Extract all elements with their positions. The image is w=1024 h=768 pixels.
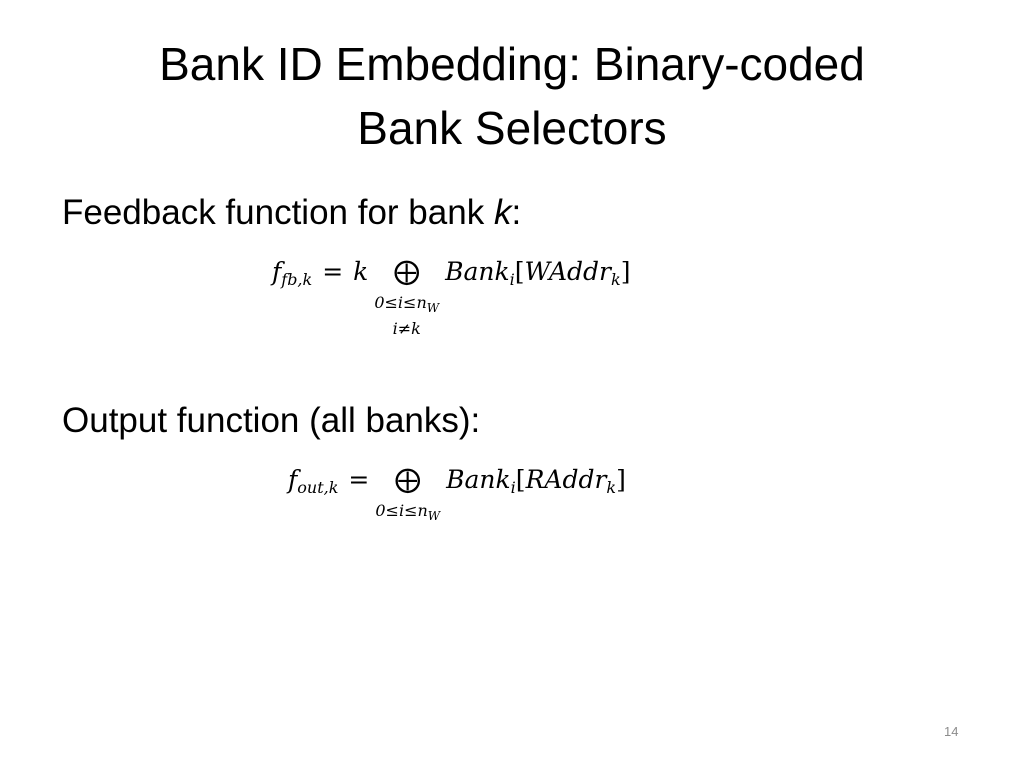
feedback-limit-exclusion: i≠k bbox=[392, 319, 421, 338]
feedback-limit-range: 0≤i≤nW bbox=[374, 290, 439, 316]
feedback-address-subscript: k bbox=[610, 270, 621, 289]
output-formula-term: Banki[RAddrk] bbox=[446, 462, 626, 498]
slide-title-line-2: Bank Selectors bbox=[357, 102, 667, 154]
feedback-formula-term: Banki[WAddrk] bbox=[445, 254, 630, 290]
feedback-address-name: WAddr bbox=[524, 257, 611, 286]
output-address-subscript: k bbox=[606, 478, 617, 497]
output-xor-operator: ⨁ 0≤i≤nW bbox=[375, 462, 440, 524]
output-heading-text: Output function (all banks): bbox=[62, 401, 481, 440]
feedback-heading-text: Feedback function for bank bbox=[62, 193, 494, 232]
output-limit-range: 0≤i≤nW bbox=[375, 498, 440, 524]
slide-title: Bank ID Embedding: Binary-coded Bank Sel… bbox=[80, 32, 944, 160]
slide-page-number: 14 bbox=[944, 724, 959, 739]
output-close-bracket: ] bbox=[616, 465, 626, 494]
feedback-formula: ffb,k = k ⨁ 0≤i≤nW i≠k Banki[WAddrk] bbox=[272, 254, 630, 342]
output-term-name: Bank bbox=[446, 465, 511, 494]
output-equals-sign: = bbox=[348, 465, 370, 494]
feedback-heading-variable: k bbox=[493, 193, 512, 232]
feedback-lhs-symbol: f bbox=[272, 257, 282, 286]
output-open-bracket: [ bbox=[515, 465, 526, 494]
feedback-close-bracket: ] bbox=[620, 257, 631, 286]
xor-sum-icon: ⨁ bbox=[394, 465, 421, 495]
feedback-lhs-subscript: fb,k bbox=[281, 270, 313, 289]
feedback-function-heading: Feedback function for bank k: bbox=[62, 192, 521, 234]
output-lhs-symbol: f bbox=[288, 465, 298, 494]
feedback-heading-colon: : bbox=[511, 193, 522, 232]
output-address-name: RAddr bbox=[525, 465, 607, 494]
output-limit-prefix: 0≤i≤n bbox=[375, 501, 428, 520]
feedback-term-subscript: i bbox=[509, 270, 515, 289]
feedback-limit-prefix: 0≤i≤n bbox=[374, 293, 427, 312]
output-formula-lhs: fout,k bbox=[288, 462, 338, 498]
xor-sum-icon: ⨁ bbox=[393, 257, 420, 287]
feedback-coefficient: k bbox=[353, 257, 369, 286]
feedback-open-bracket: [ bbox=[514, 257, 525, 286]
feedback-limit-subscript: W bbox=[426, 301, 440, 315]
feedback-formula-lhs: ffb,k bbox=[272, 254, 312, 290]
output-limit-subscript: W bbox=[427, 509, 441, 523]
feedback-xor-operator: ⨁ 0≤i≤nW i≠k bbox=[374, 254, 439, 342]
output-term-subscript: i bbox=[510, 478, 516, 497]
output-lhs-subscript: out,k bbox=[297, 478, 339, 497]
output-function-heading: Output function (all banks): bbox=[62, 400, 480, 442]
feedback-term-name: Bank bbox=[445, 257, 510, 286]
output-formula: fout,k = ⨁ 0≤i≤nW Banki[RAddrk] bbox=[288, 462, 626, 524]
slide-title-line-1: Bank ID Embedding: Binary-coded bbox=[159, 38, 865, 90]
feedback-equals-sign: = bbox=[322, 257, 344, 286]
